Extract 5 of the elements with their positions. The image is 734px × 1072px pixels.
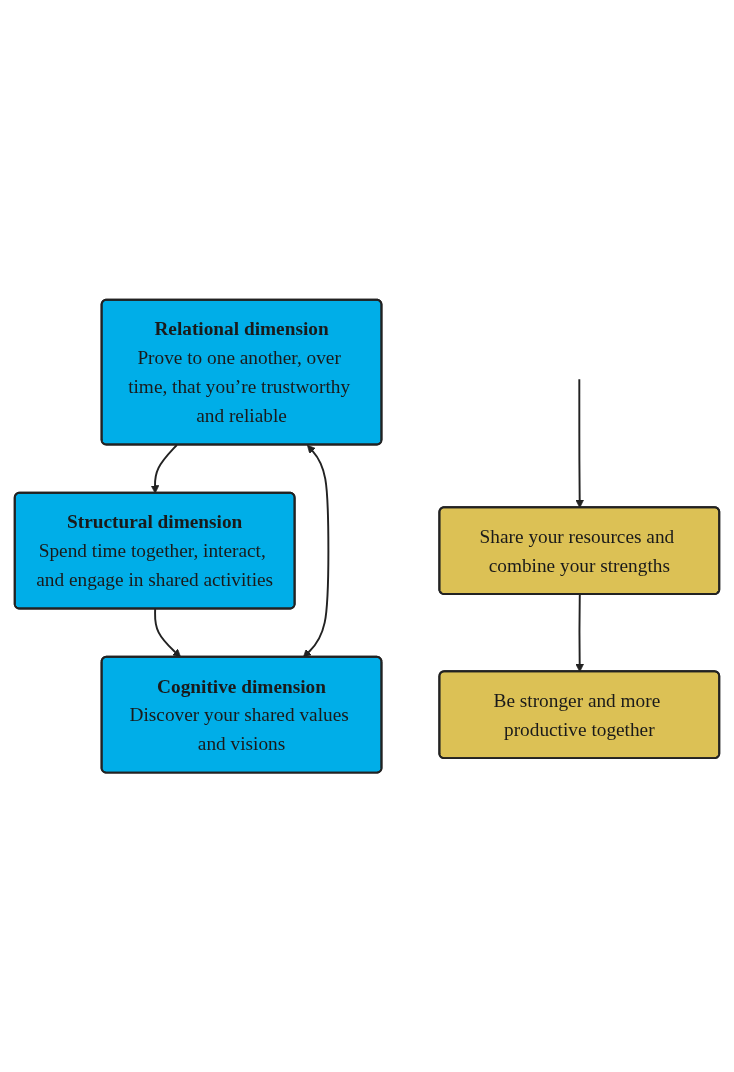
arrow [150, 443, 178, 494]
arrow [575, 378, 584, 508]
arrow [302, 444, 330, 658]
arrow [154, 607, 182, 658]
arrow [575, 593, 584, 672]
